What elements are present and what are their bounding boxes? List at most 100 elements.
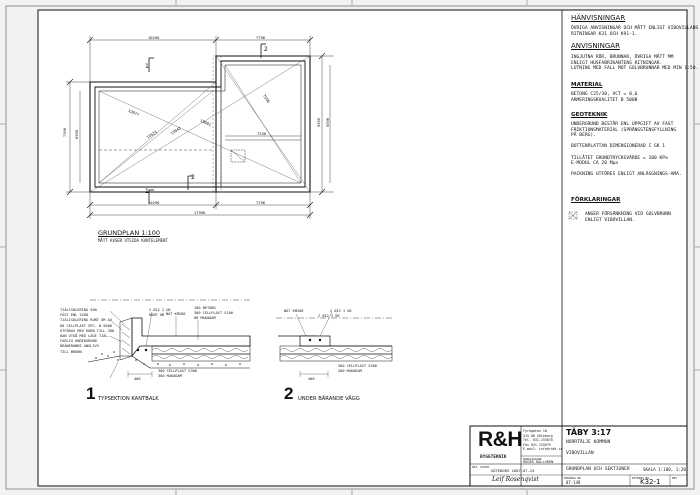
- s1-top-label-runtom: RUNT OM: [149, 313, 165, 317]
- rev-label: REV: [672, 476, 678, 480]
- section-1-label: 60 CELLPLAST SPC. B-5000: [60, 323, 112, 328]
- dim-bottom-right: 7796: [256, 200, 266, 205]
- section-mark-1-top: 1: [145, 63, 149, 70]
- geoteknik-line: TILLÅTET GRUNDTRYCKSVÄRDE = 100 KPa: [571, 155, 668, 161]
- geoteknik-line: FRIKTIONSMATERIAL (SPRÄNGSTENSFYLLNING: [571, 127, 677, 133]
- company-logo: R&H: [478, 428, 523, 451]
- dim-top-left: 10290: [148, 35, 160, 40]
- anvisningar-line: ENLIGT HUSFABRIKANTENS RITNINGAR.: [571, 60, 663, 66]
- section-1-label: FARLIG UNDERGRUND: [60, 339, 97, 344]
- section-mark-2-bottom: 2: [191, 174, 195, 181]
- material-heading: MATERIAL: [571, 82, 603, 88]
- dim-left-b: 6906: [74, 129, 80, 140]
- dim-bottom-left: 10290: [148, 200, 160, 205]
- hanvisningar-line: RITNINGAR K31 OCH K91-1.: [571, 31, 638, 37]
- s1-dim-cellplast: 300 CELLPLAST S300: [158, 369, 197, 373]
- ritning-label: RITNING NR: [632, 476, 649, 480]
- section-1-label: UTFÖRAS MED KORN TILL 300: [60, 328, 115, 333]
- company-address-line: 415 08 Göteborg: [523, 433, 553, 438]
- project-name: TÄBY 3:17: [566, 428, 612, 437]
- floor-plan: [66, 36, 334, 219]
- handlaggare-name: ROGER HALLGREN: [523, 460, 554, 464]
- geoteknik-line: UNDERGRUND BESTÅR ENL UPPGIFT AV FAST: [571, 122, 674, 127]
- date-value: GÖTEBORG 2007-07-24: [491, 468, 535, 473]
- dim-top-right: 7796: [256, 35, 266, 40]
- title-block-lines: [469, 425, 688, 487]
- geoteknik-line: PÅ BERG).: [571, 133, 596, 139]
- section-1-drawing: [87, 299, 251, 379]
- plan-subtitle: MÅTT AVSER UTSIDA KANTELEMENT: [98, 238, 168, 243]
- s1-dim-makadam: 300 MAKADAM: [158, 374, 182, 378]
- s1-top-label-cellplast: 300 CELLPLAST S100: [194, 311, 233, 315]
- section-2-number: 2: [284, 384, 294, 403]
- drawing-scale: SKALA 1:100, 1:20: [643, 467, 686, 472]
- forklaringar-line: ENLIGT VIBOVILLAN.: [585, 217, 635, 223]
- anvisningar-line: LUTNING MED FALL MOT GOLVBRUNNAR MED MIN…: [571, 66, 699, 72]
- date-label: ORT, DATUM: [472, 465, 489, 469]
- legend-symbol: [568, 211, 578, 220]
- company-address-line: Fyrkgatan 18: [523, 429, 547, 433]
- s2-label-mesh: NÄT KM200: [284, 309, 304, 313]
- section-1-label: TJÄLISOLERING RUNT OM AV: [60, 318, 112, 323]
- client: VIBOVILLAN: [566, 451, 594, 456]
- anvisningar-line: INGJUTNA RÖR, BRUNNAR, ÖVRIGA MÅTT MM: [571, 55, 674, 60]
- material-line: BETONG C25/30, VCT = 0,6: [571, 92, 638, 97]
- s1-dim-400: 400: [134, 377, 141, 381]
- section-1-label: KAN UTGÅ MED LÄGE TJÄL-: [60, 334, 110, 339]
- section-2-title: UNDER BÄRANDE VÄGG: [298, 396, 360, 402]
- section-1-label: TILL BRUNN: [60, 349, 82, 354]
- material-line: ARMERINGSKVALITET B 500B: [571, 97, 638, 103]
- s2-dim-400: 400: [308, 377, 315, 381]
- s1-top-label-betong: 100 BETONG: [194, 306, 216, 310]
- company-address-line: E-mail: info@rhbt.se: [523, 447, 563, 452]
- s1-top-label-rebar: 2 Ø12 I UK: [149, 308, 171, 312]
- section-1-title: TYPSEKTION KANTBALK: [98, 396, 159, 402]
- company-logo-sub: BYGGTEKNIK: [480, 455, 507, 460]
- plan-title: GRUNDPLAN 1:100: [98, 229, 160, 237]
- section-1-label: FÄST ENL 5200: [60, 313, 89, 318]
- s1-top-label-makadam: 80 MAKADAM: [194, 316, 216, 320]
- handlaggare-label: HANDLÄGGARE: [523, 457, 542, 461]
- geoteknik-line: PACKNING UTFÖRES ENLIGT ANLÄGGNINGS-AMA.: [571, 172, 682, 178]
- s2-label-rebar-ok: 2 Ø12 I ÖK: [318, 314, 340, 318]
- uppdrag-number: 07-148: [566, 480, 581, 485]
- section-mark-1-bottom: 1: [145, 188, 149, 195]
- geoteknik-line: E-MODUL CA 20 Mpa: [571, 161, 619, 167]
- hanvisningar-heading: HÄNVISNINGAR: [571, 14, 626, 22]
- s2-label-rebar-uk: 2 Ø12 I UK: [330, 309, 352, 313]
- municipality: NORRTÄLJE KOMMUN: [566, 440, 611, 445]
- drawing-title: GRUNDPLAN OCH SEKTIONER: [566, 467, 630, 472]
- company-address-line: Fax 031-155075: [523, 442, 551, 447]
- hanvisningar-text: ÖVRIGA ANVISNINGAR OCH MÅTT ENLIGT VIBOV…: [571, 26, 698, 37]
- section-1-number: 1: [86, 384, 96, 403]
- section-2-drawing: [276, 311, 393, 377]
- dim-inner: 7256: [257, 131, 267, 136]
- outer-border: [5, 5, 695, 490]
- anvisningar-heading: ANVISNINGAR: [571, 42, 620, 50]
- dim-right-b: 5996: [325, 117, 331, 128]
- hanvisningar-line: ÖVRIGA ANVISNINGAR OCH MÅTT ENLIGT VIBOV…: [571, 26, 699, 31]
- uppdrag-label: UPPDRAG NR: [564, 476, 581, 480]
- section-mark-2-top: 2: [264, 46, 268, 53]
- s2-dim-cellplast: 300 CELLPLAST S300: [338, 364, 377, 368]
- s2-dim-makadam: 300 MAKADAM: [338, 369, 362, 373]
- dim-bottom-total: 17996: [194, 210, 206, 215]
- dim-left-a: 7306: [62, 127, 68, 138]
- geoteknik-heading: GEOTEKNIK: [571, 112, 608, 118]
- signature: Leif Rosenqvist: [492, 476, 539, 483]
- section-1-label: DRÄNERANDE ANGLIVS: [60, 344, 99, 349]
- forklaringar-heading: FÖRKLARINGAR: [571, 197, 621, 203]
- company-address-line: Tel. 031-155070: [523, 438, 553, 443]
- inner-border: [37, 9, 688, 487]
- dim-right-a: 5996: [316, 117, 322, 128]
- forklaringar-line: ANGER FÖRSÄNKNING VID GOLVBRUNN: [585, 212, 671, 217]
- geoteknik-line: BOTTENPLATTAN DIMENSIONERAD I GK 1: [571, 144, 666, 150]
- s1-top-label-mesh: NÄT KM200: [166, 312, 186, 316]
